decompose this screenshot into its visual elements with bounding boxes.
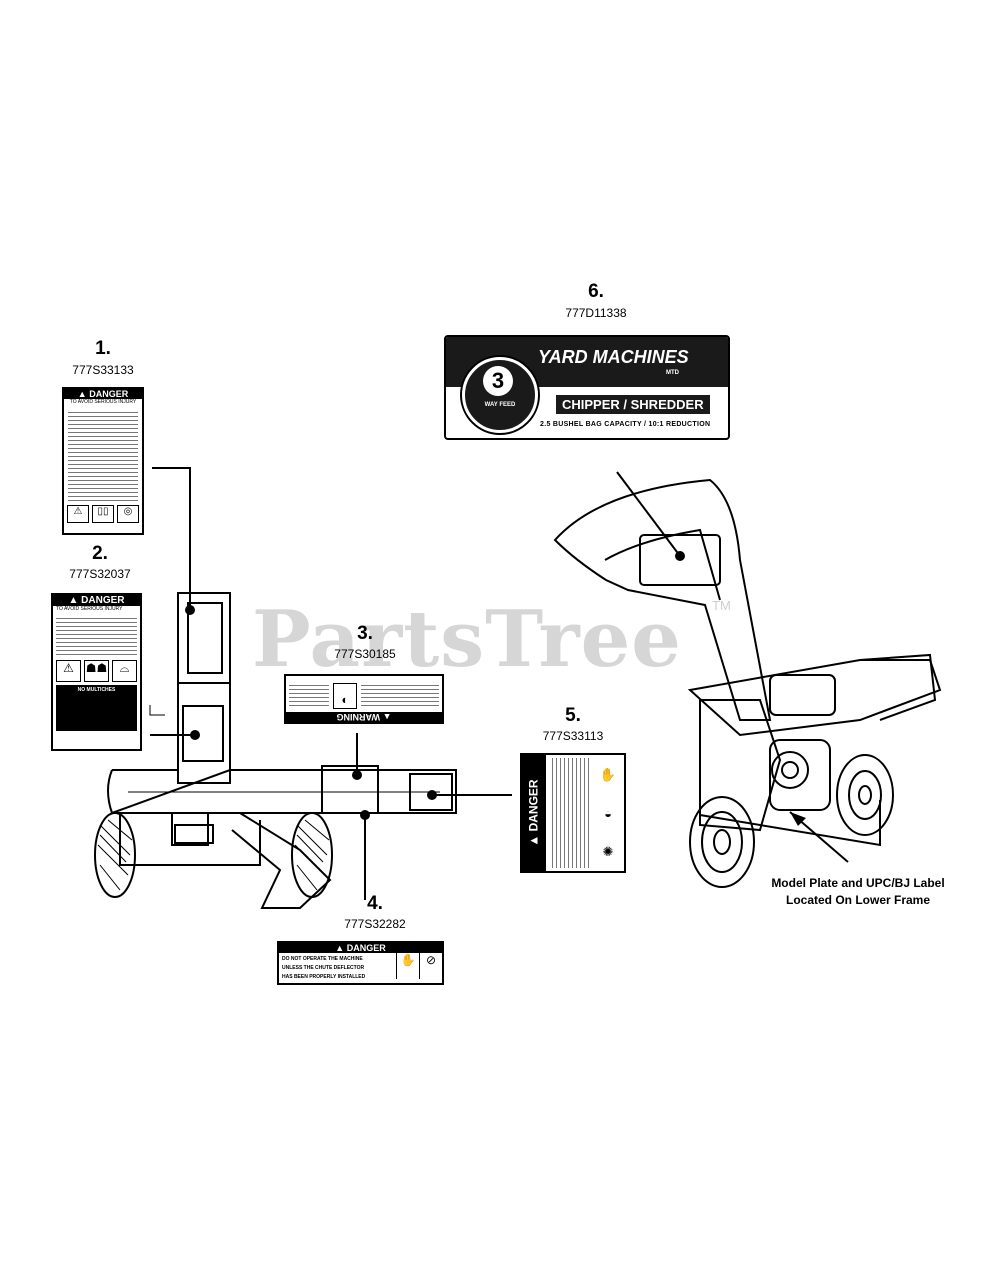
callout-6-part: 777D11338 (565, 306, 627, 320)
callout-1-part: 777S33133 (72, 363, 134, 377)
product-name: CHIPPER / SHREDDER (556, 395, 710, 414)
label-1-subhead: TO AVOID SERIOUS INJURY (69, 399, 137, 405)
wheel-right (291, 812, 333, 898)
label-2-text-block (56, 615, 137, 657)
callout-5-part: 777S33113 (542, 729, 604, 743)
three-way-feed-badge: 3 WAY FEED (462, 357, 538, 433)
manual-book-icon: ▯▯ (92, 505, 114, 523)
label-3-header: ▲ WARNING (286, 712, 442, 722)
label-2-subhead: TO AVOID SERIOUS INJURY (56, 606, 123, 612)
callout-5-number: 5. (565, 705, 581, 726)
label-1-header: ▲ DANGER (64, 389, 142, 399)
body-frame (111, 769, 457, 814)
label-2-header: ▲ DANGER (53, 595, 140, 606)
leader-1 (152, 467, 191, 610)
label-5-decal: ▲ DANGER ✋ ◒ ✺ (520, 753, 626, 873)
capacity-text: 2.5 BUSHEL BAG CAPACITY / 10:1 REDUCTION (540, 421, 711, 428)
safety-glasses-icon: ◑ (333, 683, 357, 709)
right-wheel-rear (836, 754, 894, 836)
label-4-text: DO NOT OPERATE THE MACHINE UNLESS THE CH… (282, 956, 366, 980)
label-3-decal: ▲ WARNING ◑ (284, 674, 444, 724)
watermark-text: PartsTree (252, 594, 682, 685)
watermark-tm: TM (712, 598, 731, 613)
label-1-text-block (68, 409, 138, 501)
rotating-blade-icon: ◒ (604, 805, 612, 821)
note-arrowhead (790, 812, 806, 826)
label-2-dark-panel: NO MULTICHES (56, 685, 137, 731)
hopper-lower (177, 682, 231, 784)
brand-logo: YARD MACHINES (538, 347, 689, 367)
label-5-text-block (549, 758, 589, 868)
callout-3-number: 3. (357, 623, 373, 644)
callout-4-part: 777S32282 (344, 917, 406, 931)
hopper-chute (553, 478, 772, 721)
bystanders-icon: ☗☗ (84, 660, 109, 682)
warning-triangle-icon: ⚠ (56, 660, 81, 682)
warning-triangle-icon: ⚠ (67, 505, 89, 523)
model-plate-note: Model Plate and UPC/BJ Label Located On … (771, 876, 945, 907)
callout-1-number: 1. (95, 338, 111, 359)
label-4-header: ▲ DANGER (279, 943, 442, 953)
callout-2-part: 777S32037 (69, 567, 131, 581)
lower-housing (119, 813, 261, 866)
hand-entanglement-icon: ✋ (599, 766, 617, 782)
no-operation-icon: ⊘ (419, 953, 442, 979)
engine-housing (687, 659, 942, 737)
label-1-decal: ▲ DANGER TO AVOID SERIOUS INJURY ⚠ ▯▯ ◎ (62, 387, 144, 535)
callout-2-number: 2. (92, 543, 108, 564)
label-6-decal: YARD MACHINES MTD CHIPPER / SHREDDER 2.5… (444, 335, 730, 440)
eye-protection-icon: ◎ (117, 505, 139, 523)
hearing-protection-icon: ⌓ (112, 660, 137, 682)
callout-4-number: 4. (367, 893, 383, 914)
callout-6-number: 6. (588, 281, 604, 302)
leader-6 (616, 471, 681, 557)
hand-hazard-icon: ✋ (396, 953, 419, 979)
callout-3-part: 777S30185 (334, 647, 396, 661)
label-2-decal: ▲ DANGER TO AVOID SERIOUS INJURY ⚠ ☗☗ ⌓ … (51, 593, 142, 751)
thrown-objects-icon: ✺ (602, 843, 614, 859)
discharge-chute (231, 812, 332, 909)
label-5-header: ▲ DANGER (522, 755, 546, 871)
label-3-text-block (361, 683, 439, 709)
label-4-decal: ▲ DANGER DO NOT OPERATE THE MACHINE UNLE… (277, 941, 444, 985)
wheel-left (94, 812, 136, 898)
right-wheel-front (689, 796, 755, 888)
brand-sub: MTD (666, 370, 679, 376)
